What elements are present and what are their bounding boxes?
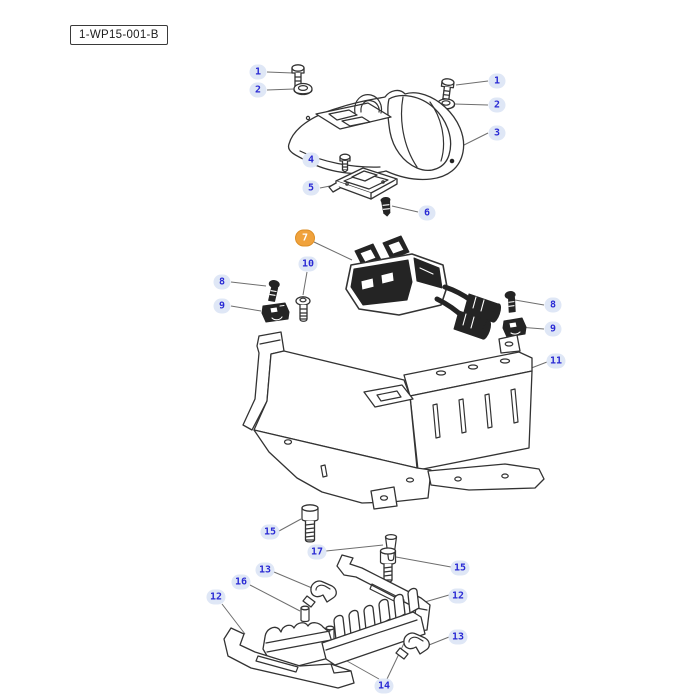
callout-3[interactable]: 3 — [488, 125, 506, 141]
part-mounting-bracket-11[interactable] — [242, 331, 545, 510]
callout-number: 17 — [310, 546, 324, 558]
part-clip-nut-9-right[interactable] — [502, 317, 527, 338]
part-screw-10[interactable] — [295, 296, 311, 322]
part-wire-guide-14-right[interactable] — [321, 587, 426, 666]
callout-15-right[interactable]: 15 — [450, 560, 470, 576]
callout-number: 5 — [307, 182, 315, 194]
callout-2-top-right[interactable]: 2 — [488, 97, 506, 113]
part-screw-8-right[interactable] — [504, 291, 517, 313]
callout-number: 1 — [254, 66, 262, 78]
callout-number: 11 — [549, 355, 563, 367]
callout-6[interactable]: 6 — [418, 205, 436, 221]
callout-number: 6 — [423, 207, 431, 219]
callout-number: 15 — [263, 526, 277, 538]
part-clamp-clip-13-left[interactable] — [302, 580, 337, 608]
callout-12-right[interactable]: 12 — [448, 588, 468, 604]
part-clip-nut-9-left[interactable] — [261, 302, 290, 323]
part-screw-6[interactable] — [380, 196, 392, 217]
part-mounting-plate-5[interactable] — [328, 167, 398, 200]
callout-10[interactable]: 10 — [298, 256, 318, 272]
leader-lines — [221, 71, 548, 680]
callout-13-left[interactable]: 13 — [255, 562, 275, 578]
callout-7-highlighted[interactable]: 7 — [295, 229, 315, 247]
callout-number: 8 — [218, 276, 226, 288]
part-screw-4[interactable] — [339, 153, 351, 173]
part-wire-guide-14-left[interactable] — [262, 622, 334, 669]
callout-16[interactable]: 16 — [231, 574, 251, 590]
callout-8-right[interactable]: 8 — [544, 297, 562, 313]
callout-2-top-left[interactable]: 2 — [249, 82, 267, 98]
callout-number: 12 — [451, 590, 465, 602]
callout-1-top-left[interactable]: 1 — [249, 64, 267, 80]
callout-number: 1 — [493, 75, 501, 87]
callout-number: 10 — [301, 258, 315, 270]
callout-9-right[interactable]: 9 — [544, 321, 562, 337]
part-pin-16-a[interactable] — [300, 605, 310, 623]
callout-number: 9 — [218, 300, 226, 312]
callout-number: 2 — [493, 99, 501, 111]
callout-14[interactable]: 14 — [374, 678, 394, 694]
part-clamp-clip-13-right[interactable] — [395, 632, 430, 660]
part-rail-bracket-12-left[interactable] — [223, 627, 355, 689]
part-console-cover-3[interactable] — [287, 89, 465, 181]
callout-number: 9 — [549, 323, 557, 335]
callout-5[interactable]: 5 — [302, 180, 320, 196]
part-screw-8-left[interactable] — [267, 280, 280, 302]
callout-17[interactable]: 17 — [307, 544, 327, 560]
part-grommet-2-left[interactable] — [293, 82, 313, 96]
callout-15-left[interactable]: 15 — [260, 524, 280, 540]
part-tapered-pin-17[interactable] — [384, 533, 398, 562]
callout-12-left[interactable]: 12 — [206, 589, 226, 605]
callout-11[interactable]: 11 — [546, 353, 566, 369]
part-bolt-15-left[interactable] — [301, 504, 319, 543]
callout-number: 7 — [301, 232, 309, 244]
callout-number: 14 — [377, 680, 391, 692]
callout-number: 3 — [493, 127, 501, 139]
callout-number: 4 — [307, 154, 315, 166]
part-bolt-15-right[interactable] — [379, 547, 397, 583]
callout-1-top-right[interactable]: 1 — [488, 73, 506, 89]
callout-number: 8 — [549, 299, 557, 311]
callout-number: 15 — [453, 562, 467, 574]
callout-number: 13 — [451, 631, 465, 643]
callout-number: 12 — [209, 591, 223, 603]
callout-9-left[interactable]: 9 — [213, 298, 231, 314]
callout-4[interactable]: 4 — [302, 152, 320, 168]
callout-8-left[interactable]: 8 — [213, 274, 231, 290]
callout-number: 2 — [254, 84, 262, 96]
callout-number: 16 — [234, 576, 248, 588]
callout-13-right[interactable]: 13 — [448, 629, 468, 645]
drawing-reference-label: 1-WP15-001-B — [70, 25, 168, 45]
part-switch-assembly-7[interactable] — [345, 235, 502, 340]
part-screw-1-right[interactable] — [440, 78, 455, 103]
callout-number: 13 — [258, 564, 272, 576]
